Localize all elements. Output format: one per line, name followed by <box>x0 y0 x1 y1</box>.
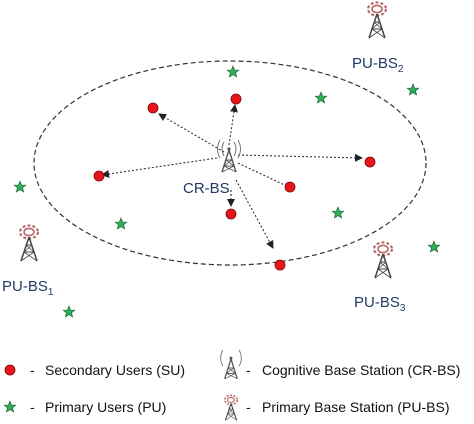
cr-bs-label: CR-BS <box>183 180 230 197</box>
pu-bs-2-label: PU-BS2 <box>352 55 404 75</box>
primary-user <box>406 83 420 96</box>
pu-bs-1-tower-icon <box>18 224 40 263</box>
legend-su-icon <box>4 364 16 376</box>
primary-user <box>331 206 345 219</box>
legend-dash: - <box>30 362 35 378</box>
primary-user <box>62 305 76 318</box>
legend-dash: - <box>246 362 251 378</box>
secondary-user <box>225 208 237 220</box>
secondary-user <box>364 156 376 168</box>
legend-pu-label: Primary Users (PU) <box>45 399 166 415</box>
arrow-to-su <box>237 153 363 162</box>
arrow-to-su <box>101 157 218 178</box>
legend-dash: - <box>246 399 251 415</box>
arrow-to-su <box>235 179 274 249</box>
primary-user <box>13 180 27 193</box>
legend-dash: - <box>30 399 35 415</box>
secondary-user <box>93 170 105 182</box>
legend-pubs-label: Primary Base Station (PU-BS) <box>262 399 450 415</box>
secondary-user <box>147 102 159 114</box>
secondary-users <box>93 93 376 271</box>
legend-crbs-icon <box>220 349 242 380</box>
arrow-to-su <box>228 104 238 146</box>
legend: - Secondary Users (SU) - Primary Users (… <box>3 349 460 421</box>
secondary-user <box>274 259 286 271</box>
pu-bs-3-label: PU-BS3 <box>354 294 406 314</box>
pu-bs-1-label: PU-BS1 <box>2 278 54 298</box>
primary-user <box>226 65 240 78</box>
legend-su-label: Secondary Users (SU) <box>45 362 185 378</box>
transmission-arrows <box>101 104 363 249</box>
pu-bs-2-tower-icon <box>366 1 388 40</box>
primary-user <box>314 91 328 104</box>
pu-bs-3-tower-icon <box>372 241 394 280</box>
legend-pu-icon <box>3 400 17 413</box>
secondary-user <box>284 181 296 193</box>
primary-user <box>114 217 128 230</box>
legend-crbs-label: Cognitive Base Station (CR-BS) <box>262 362 460 378</box>
primary-user <box>427 240 441 253</box>
arrow-to-su <box>237 162 294 190</box>
coverage-area <box>33 60 427 266</box>
legend-pubs-icon <box>223 394 239 421</box>
cr-bs-tower-icon <box>217 139 241 173</box>
secondary-user <box>230 93 242 105</box>
arrow-to-su <box>158 113 225 153</box>
